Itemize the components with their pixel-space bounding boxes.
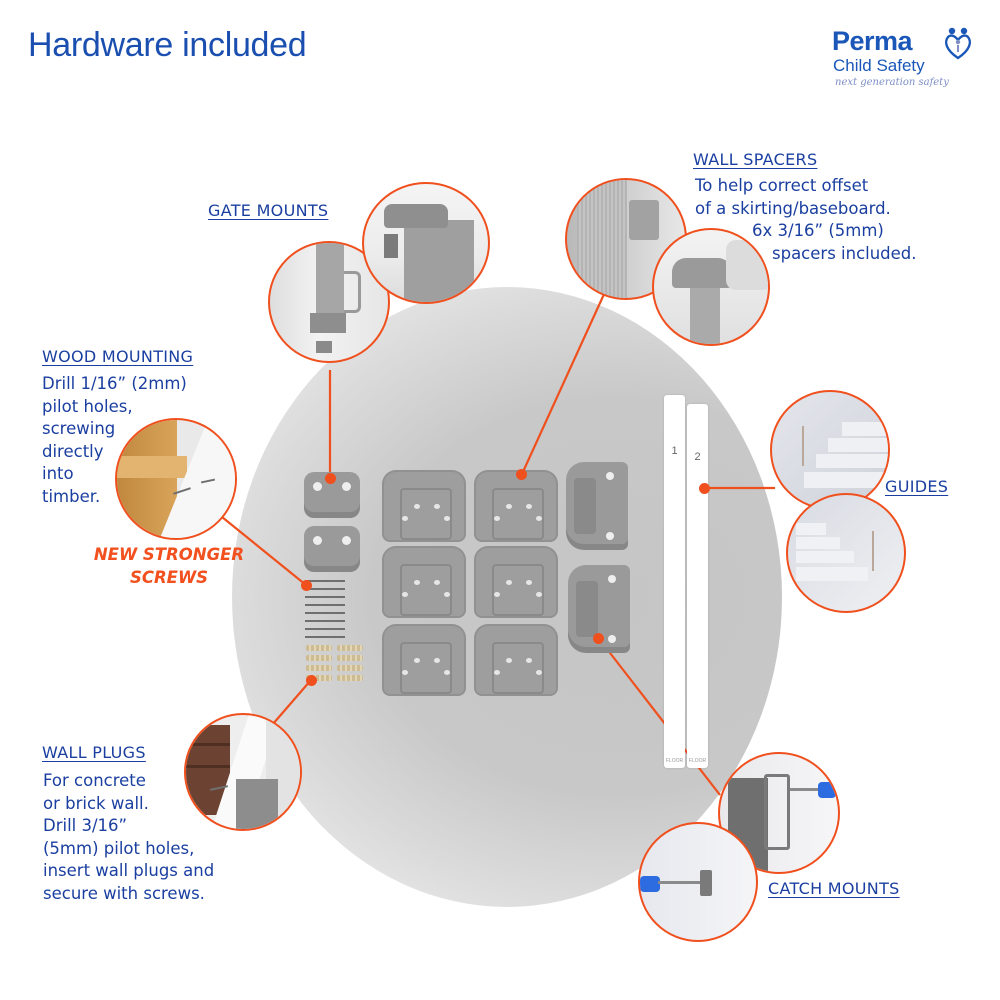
screws-group (305, 580, 345, 644)
logo-tagline: next generation safety (835, 77, 949, 88)
wall-spacer-part (382, 624, 466, 696)
wall-spacer-part (382, 470, 466, 542)
wall-spacer-part (474, 470, 558, 542)
wall-spacer-photo-1 (565, 178, 687, 300)
wall-plugs-line: insert wall plugs and (43, 861, 215, 881)
gate-mount-part-2 (304, 526, 360, 572)
guides-photo-1 (770, 390, 890, 510)
wall-spacers-heading: WALL SPACERS (693, 150, 818, 169)
pointer-dot-wall-spacers (516, 469, 527, 480)
logo-subtitle: Child Safety (833, 56, 925, 75)
catch-mounts-heading: CATCH MOUNTS (768, 879, 900, 898)
catch-mount-part-1 (566, 462, 628, 550)
wall-spacer-part (382, 546, 466, 618)
guide-strip-1: 1 FLOOR (664, 395, 685, 768)
wall-plugs-line: (5mm) pilot holes, (43, 838, 195, 858)
wall-plugs-photo (184, 713, 302, 831)
logo-brand: Perma (832, 26, 913, 56)
wall-spacer-part (474, 546, 558, 618)
wall-plugs-line: Drill 3/16” (43, 816, 128, 836)
new-screws-line-1: NEW STRONGER (93, 545, 245, 564)
guide-strip-1-floor: FLOOR (665, 758, 684, 764)
wood-mounting-text: Drill 1/16” (2mm) pilot holes, screwing … (42, 373, 187, 509)
perma-logo: Perma Child Safety next generation safet… (832, 26, 972, 96)
catch-mount-photo-1 (718, 752, 840, 874)
pointer-dot-plugs (306, 675, 317, 686)
new-screws-line-2: SCREWS (129, 568, 209, 587)
wood-mounting-line: timber. (42, 486, 101, 506)
wall-plugs-text: For concrete or brick wall. Drill 3/16” … (43, 770, 214, 906)
wall-spacers-text-4: spacers included. (772, 244, 917, 263)
guide-strip-2-label: 2 (694, 451, 701, 463)
wall-plugs-heading: WALL PLUGS (42, 743, 146, 762)
pointer-dot-catch-mounts (593, 633, 604, 644)
pointer-dot-gate-mounts (325, 473, 336, 484)
wall-spacers-text-3: 6x 3/16” (5mm) (752, 221, 884, 240)
pointer-dot-guides (699, 483, 710, 494)
gate-mounts-heading: GATE MOUNTS (208, 201, 329, 220)
guides-photo-2 (786, 493, 906, 613)
page-title: Hardware included (28, 26, 307, 64)
guide-strip-2-floor: FLOOR (688, 758, 707, 764)
new-stronger-screws-label: NEW STRONGER SCREWS (84, 543, 254, 589)
wood-mounting-line: into (42, 464, 74, 484)
wood-mounting-photo (115, 418, 237, 540)
wall-spacers-text-2: of a skirting/baseboard. (695, 199, 891, 218)
wall-plugs-group (306, 645, 365, 681)
guide-strip-1-label: 1 (671, 445, 678, 457)
wall-spacer-photo-2 (652, 228, 770, 346)
wall-plugs-line: For concrete (43, 771, 146, 790)
wall-plugs-line: or brick wall. (43, 793, 149, 813)
gate-mount-photo-2 (362, 182, 490, 304)
guides-heading: GUIDES (885, 477, 949, 496)
wood-mounting-heading: WOOD MOUNTING (42, 347, 194, 366)
wood-mounting-line: screwing (42, 419, 116, 439)
wood-mounting-line: pilot holes, (42, 396, 133, 416)
catch-mount-photo-2 (638, 822, 758, 942)
wall-plugs-line: secure with screws. (43, 883, 205, 903)
family-heart-icon (945, 27, 971, 60)
wood-mounting-line: directly (42, 441, 104, 461)
guide-strip-2: 2 FLOOR (687, 404, 708, 768)
wall-spacer-part (474, 624, 558, 696)
wall-spacers-text-1: To help correct offset (695, 176, 869, 195)
wood-mounting-line: Drill 1/16” (2mm) (42, 374, 187, 393)
pointer-dot-screws (301, 580, 312, 591)
